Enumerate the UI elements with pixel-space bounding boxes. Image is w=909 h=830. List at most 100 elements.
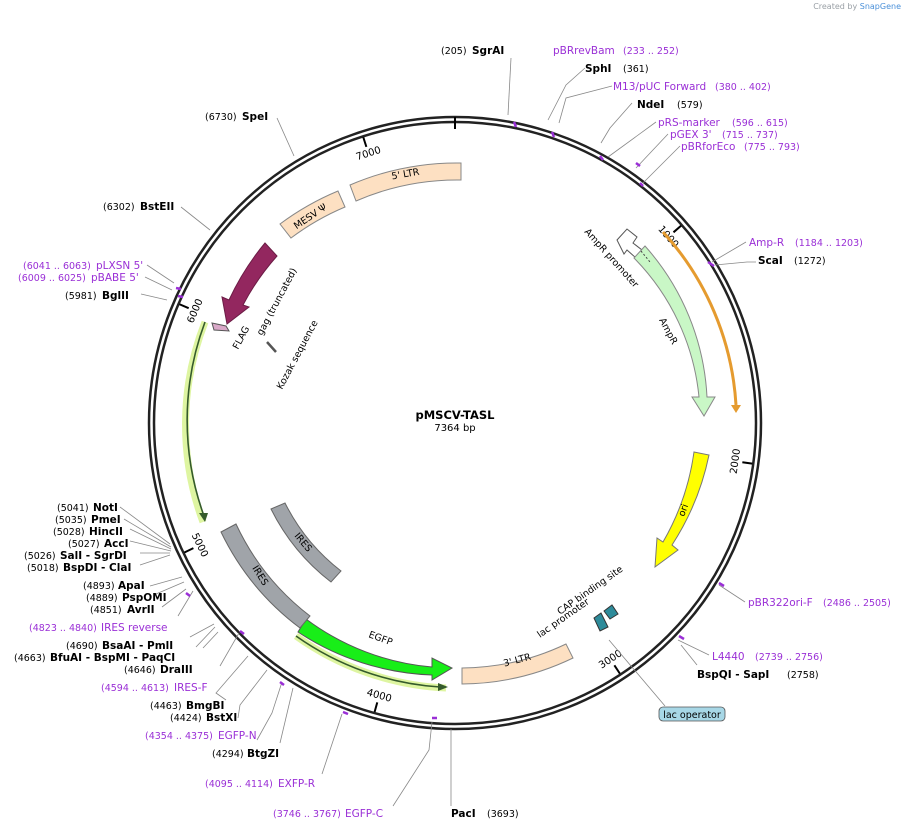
feature-3-ltr[interactable]: [461, 643, 574, 685]
label-kozak: Kozak sequence: [275, 318, 321, 391]
primer-pbr322ori-f[interactable]: pBR322ori-F: [748, 597, 813, 609]
tick-label: 7000: [355, 145, 383, 163]
site-bglii[interactable]: BglII: [102, 290, 129, 302]
primer-pbrrevbam[interactable]: pBRrevBam: [553, 45, 615, 57]
feature-ori[interactable]: [654, 451, 710, 569]
credit-text: Created by: [813, 2, 858, 11]
plasmid-name: pMSCV-TASL: [415, 408, 495, 422]
site-bfuai-bspmi-paqci[interactable]: BfuAI - BspMI - PaqCI: [50, 652, 175, 664]
primer-ires-f[interactable]: IRES-F: [174, 682, 208, 694]
primer-m13-puc-forward[interactable]: M13/pUC Forward: [613, 81, 706, 93]
site-sphi[interactable]: SphI: [585, 63, 611, 75]
site-btgzi[interactable]: BtgZI: [247, 748, 279, 760]
primer-ires-reverse[interactable]: IRES reverse: [101, 622, 168, 634]
primer-egfp-c[interactable]: EGFP-C: [345, 808, 383, 820]
lac-operator-box[interactable]: [658, 706, 726, 722]
site-spei[interactable]: SpeI: [242, 111, 268, 123]
lac-operator-label: lac operator: [663, 710, 721, 721]
site-pmei[interactable]: PmeI: [91, 514, 121, 526]
site-pspomi[interactable]: PspOMI: [122, 592, 167, 604]
primer-egfp-n-range: (4354 .. 4375): [145, 731, 213, 742]
site-bspdi-clai[interactable]: BspDI - ClaI: [63, 562, 131, 574]
tick-label: 2000: [729, 448, 743, 475]
feature-cap-binding-site[interactable]: [603, 604, 619, 620]
site-sphi-pos: (361): [623, 64, 649, 75]
feature-egfp[interactable]: [297, 618, 454, 681]
primer-plxsn-5[interactable]: pLXSN 5': [96, 260, 143, 272]
feature-ampr[interactable]: [633, 245, 716, 417]
site-hincii-pos: (5028): [53, 527, 85, 538]
site-acci[interactable]: AccI: [104, 538, 128, 550]
tick-mark: [373, 702, 379, 713]
primer-l4440[interactable]: L4440: [712, 651, 745, 663]
primer-left-arrowhead: [199, 513, 208, 522]
site-bsteii[interactable]: BstEII: [140, 201, 174, 213]
site-bsaai-pos: (4690): [66, 641, 98, 652]
primer-pgex-3-range: (715 .. 737): [722, 130, 778, 141]
site-paci[interactable]: PacI: [451, 808, 476, 820]
feature-egfp-primer-head: [438, 683, 448, 691]
primer-l4440-range: (2739 .. 2756): [755, 652, 823, 663]
label-ori: ori: [676, 503, 691, 518]
tick-label: 5000: [189, 531, 210, 559]
primer-pbrforeco-range: (775 .. 793): [744, 142, 800, 153]
primer-pgex-3[interactable]: pGEX 3': [670, 129, 712, 141]
site-bspqi-sapi[interactable]: BspQI - SapI: [697, 669, 769, 681]
feature-lac-promoter[interactable]: [593, 612, 609, 632]
snapgene-credit: Created by SnapGene: [813, 2, 901, 11]
primer-amp-r[interactable]: Amp-R: [749, 237, 784, 249]
site-draiii-pos: (4646): [124, 665, 156, 676]
feature-ires-long[interactable]: [220, 523, 311, 629]
site-avrii-pos: (4851): [90, 605, 122, 616]
site-noti[interactable]: NotI: [93, 502, 118, 514]
site-sali-sgrdi[interactable]: SalI - SgrDI: [60, 550, 127, 562]
tick-mark: [179, 303, 190, 310]
label-egfp: EGFP: [367, 629, 394, 648]
site-bsaai-pmli[interactable]: BsaAI - PmlI: [102, 640, 173, 652]
label-ampr: AmpR: [656, 316, 679, 347]
feature-5-ltr[interactable]: [349, 162, 462, 202]
primer-pbabe-5-range: (6009 .. 6025): [18, 273, 86, 284]
primer-prs-marker[interactable]: pRS-marker: [658, 117, 721, 129]
site-hincii[interactable]: HincII: [89, 526, 123, 538]
feature-mesv-psi[interactable]: [279, 190, 346, 239]
primer-egfp-c-range: (3746 .. 3767): [273, 809, 341, 820]
site-scai-pos: (1272): [794, 256, 826, 267]
plasmid-length: 7364 bp: [434, 423, 475, 434]
feature-ires-short[interactable]: [270, 502, 342, 583]
site-sgrai-pos: (205): [441, 46, 467, 57]
primer-amp-r-range: (1184 .. 1203): [795, 238, 863, 249]
primer-exfp-r[interactable]: EXFP-R: [278, 778, 315, 790]
site-bglii-pos: (5981): [65, 291, 97, 302]
site-ndei-pos: (579): [677, 100, 703, 111]
primer-plxsn-5-range: (6041 .. 6063): [23, 261, 91, 272]
site-ndei[interactable]: NdeI: [637, 99, 664, 111]
label-flag: FLAG: [231, 324, 252, 351]
primer-m13-puc-forward-range: (380 .. 402): [715, 82, 771, 93]
tick-label: 4000: [365, 687, 392, 704]
site-apai[interactable]: ApaI: [118, 580, 145, 592]
site-bmgbi-pos: (4463): [150, 701, 182, 712]
primer-egfp-n[interactable]: EGFP-N: [218, 730, 257, 742]
primer-pbabe-5[interactable]: pBABE 5': [91, 272, 139, 284]
feature-gag-truncated[interactable]: [221, 242, 278, 325]
feature-flag[interactable]: [211, 322, 230, 332]
primer-ires-f-range: (4594 .. 4613): [101, 683, 169, 694]
feature-egfp-primer: [295, 635, 441, 688]
site-pmei-pos: (5035): [55, 515, 87, 526]
site-draiii[interactable]: DraIII: [160, 664, 193, 676]
site-sali-pos: (5026): [24, 551, 56, 562]
site-bmgbi[interactable]: BmgBI: [186, 700, 224, 712]
site-sgrai[interactable]: SgrAI: [472, 45, 504, 57]
primer-pbrforeco[interactable]: pBRforEco: [681, 141, 735, 153]
snapgene-logo: SnapGene: [859, 2, 901, 11]
tick-label: 6000: [185, 297, 205, 325]
site-avrii[interactable]: AvrII: [127, 604, 155, 616]
tick-label: 3000: [597, 648, 624, 671]
site-noti-pos: (5041): [57, 503, 89, 514]
site-bstxi[interactable]: BstXI: [206, 712, 237, 724]
label-gag-truncated: gag (truncated): [255, 266, 300, 337]
site-scai[interactable]: ScaI: [758, 255, 783, 267]
tick-mark: [362, 137, 368, 148]
site-spei-pos: (6730): [205, 112, 237, 123]
